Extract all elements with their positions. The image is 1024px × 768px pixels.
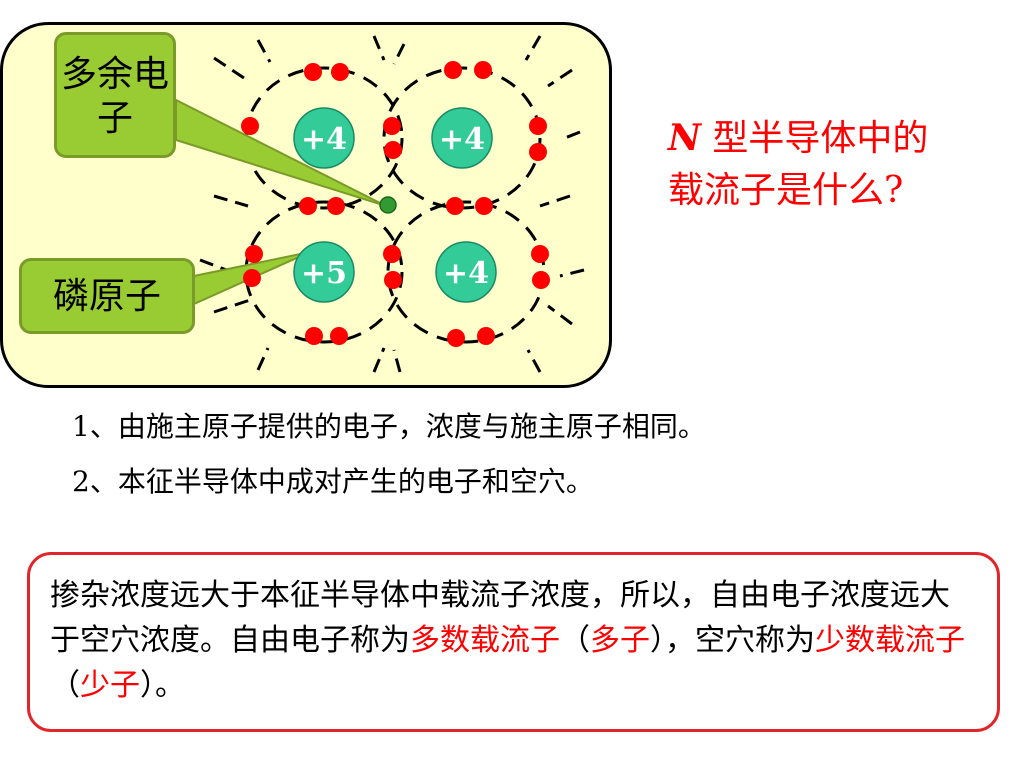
electron-5 [384,141,402,159]
nucleus-silicon-1 [431,107,493,169]
electron-16 [532,271,550,289]
electron-10 [327,197,345,215]
point-intrinsic-pairs: 2、本征半导体中成对产生的电子和空穴。 [72,465,594,498]
electron-11 [446,197,464,215]
summary-paren-open-2: （ [50,668,80,703]
bond-stub-7 [539,194,571,208]
electron-18 [243,269,261,287]
nucleus-charge-label-1: +4 [439,122,485,157]
bond-orbital-2 [244,200,404,344]
nuclei: +4 +4 +5 +4 [293,107,497,303]
phosphorus-atom-callout: 磷原子 [19,258,195,334]
nucleus-charge-label-0: +4 [301,122,347,157]
electron-20 [330,327,348,345]
summary-end: 。 [155,668,185,703]
n-letter: N [668,117,701,159]
electron-9 [299,197,317,215]
question-text: N 型半导体中的载流子是什么? [668,112,958,217]
bond-orbital-0 [244,66,404,210]
bond-stub-16 [559,130,581,142]
electron-21 [447,329,465,347]
bond-stub-2 [372,35,386,61]
bond-stub-3 [392,43,406,65]
electron-6 [529,117,547,135]
question-body: 型半导体中的载流子是什么? [668,118,929,211]
electron-14 [384,271,402,289]
minority-carrier: 少数载流子 [815,623,965,658]
summary-box: 掺杂浓度远大于本征半导体中载流子浓度，所以，自由电子浓度远大于空穴浓度。自由电子… [27,552,1000,732]
summary-paren-close-1: ） [650,623,665,658]
electron-0 [304,63,322,81]
electron-3 [474,61,492,79]
electron-7 [529,143,547,161]
minority-short: 少子 [80,668,140,703]
electron-22 [477,327,495,345]
excess-electron-callout: 多余电子 [54,32,176,158]
electron-19 [305,327,323,345]
bond-stub-17 [559,268,585,278]
electron-4 [383,117,401,135]
bond-stub-5 [547,68,573,88]
summary-paren-open-1: （ [560,623,590,658]
bond-stub-10 [256,347,270,371]
nucleus-silicon-3 [435,241,497,303]
bond-stub-12 [392,349,402,373]
bond-stub-0 [213,56,251,84]
bond-stub-6 [213,194,249,208]
bond-stub-9 [547,304,573,326]
summary-paren-close-2: ） [140,668,155,703]
nucleus-charge-label-3: +4 [443,256,489,291]
nucleus-phosphorus-2 [293,241,355,303]
bond-stub-13 [526,349,542,373]
nucleus-charge-label-2: +5 [301,256,347,291]
electron-8 [241,117,259,135]
nucleus-silicon-0 [293,107,355,169]
bond-stub-1 [256,39,272,63]
point-donor-electrons: 1、由施主原子提供的电子，浓度与施主原子相同。 [72,410,706,443]
majority-short: 多子 [590,623,650,658]
electron-1 [331,63,349,81]
valence-electrons [241,61,550,347]
electron-2 [444,61,462,79]
summary-part1: 掺杂浓度远大于本征半导体中载流子浓度，所以，自由电子浓度远大于空穴浓度。自由电子… [50,578,950,658]
summary-part2: ，空穴称为 [665,623,815,658]
electron-15 [531,245,549,263]
bond-stub-4 [524,35,542,61]
majority-carrier: 多数载流子 [410,623,560,658]
bond-stub-11 [372,347,386,373]
electron-13 [383,245,401,263]
electron-17 [245,245,263,263]
bond-stub-8 [213,298,251,314]
crystal-lattice-diagram: +4 +4 +5 +4 [175,35,585,373]
electron-12 [475,197,493,215]
excess-electron-pointer [175,98,387,207]
excess-electron [379,196,397,214]
